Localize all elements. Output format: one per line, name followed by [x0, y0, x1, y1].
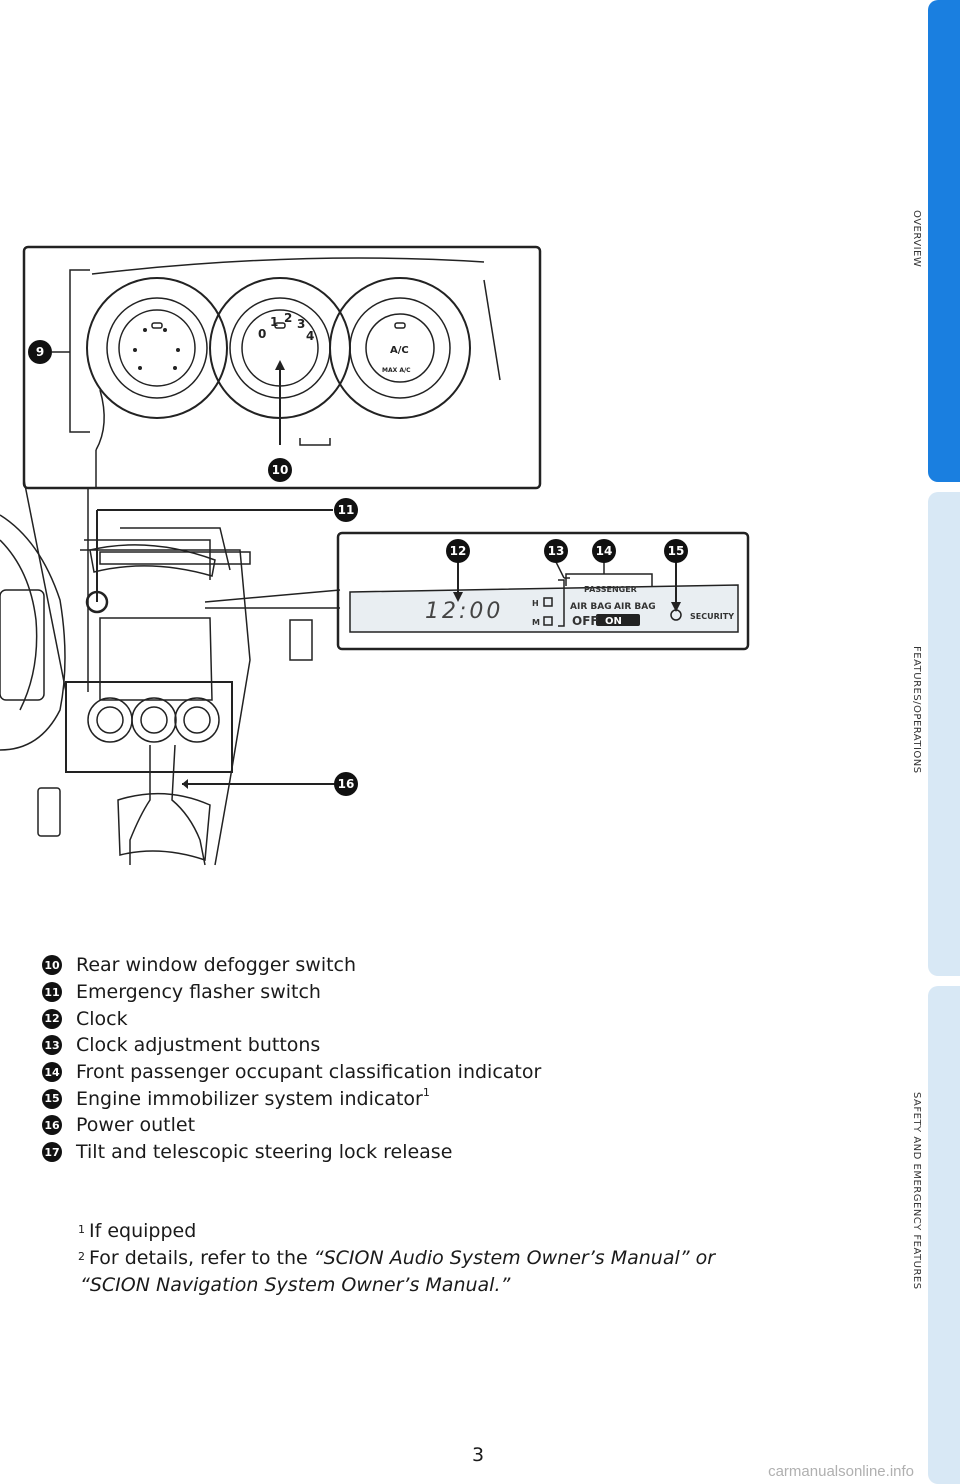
footnote-2-audio-manual: “SCION Audio System Owner’s Manual” or	[313, 1247, 716, 1269]
tab-features-operations[interactable]	[928, 492, 960, 976]
display-security: SECURITY	[690, 612, 734, 621]
footnotes: 1 If equipped 2 For details, refer to the …	[78, 1218, 715, 1299]
max-ac-label: MAX A/C	[382, 367, 411, 374]
footnote-1-text: If equipped	[89, 1220, 197, 1242]
legend-text: Rear window defogger switch	[76, 954, 357, 977]
list-item: 15 Engine immobilizer system indicator1	[42, 1085, 541, 1112]
display-passenger: PASSENGER	[584, 585, 637, 594]
dial-num-3: 3	[297, 317, 305, 331]
legend-text: Engine immobilizer system indicator1	[76, 1085, 430, 1110]
dial-num-4: 4	[306, 329, 314, 343]
legend-number: 13	[42, 1035, 62, 1056]
dial-num-1: 1	[270, 315, 278, 329]
legend-number: 16	[42, 1115, 62, 1136]
legend-text: Clock adjustment buttons	[76, 1034, 321, 1057]
list-item: 14 Front passenger occupant classificati…	[42, 1059, 541, 1086]
callout-13: 13	[548, 544, 565, 558]
footnote-2-lead: For details, refer to the	[89, 1247, 314, 1269]
legend-number: 14	[42, 1062, 62, 1083]
callout-15: 15	[668, 544, 685, 558]
callout-10: 10	[272, 463, 289, 477]
legend-number: 11	[42, 982, 62, 1003]
side-label-features: FEATURES/OPERATIONS	[911, 646, 922, 774]
watermark: carmanualsonline.info	[768, 1463, 914, 1480]
legend-number: 17	[42, 1142, 62, 1163]
callout-16: 16	[338, 777, 355, 791]
list-item: 12 Clock	[42, 1005, 541, 1032]
tab-overview[interactable]	[928, 0, 960, 482]
legend-text: Clock	[76, 1007, 128, 1030]
list-item: 16 Power outlet	[42, 1112, 541, 1139]
legend-number: 15	[42, 1088, 62, 1109]
footnote-2-continued: “SCION Navigation System Owner’s Manual.…	[80, 1274, 511, 1296]
callout-9: 9	[36, 345, 44, 359]
list-item: 11 Emergency flasher switch	[42, 979, 541, 1006]
ac-label: A/C	[390, 345, 409, 356]
legend-text: Emergency flasher switch	[76, 981, 321, 1004]
footnote-1-mark: 1	[78, 1223, 85, 1236]
side-label-safety: SAFETY AND EMERGENCY FEATURES	[911, 1092, 922, 1290]
callout-14: 14	[596, 544, 613, 558]
dial-num-0: 0	[258, 327, 266, 341]
side-label-overview: OVERVIEW	[911, 210, 922, 268]
dial-num-2: 2	[284, 311, 292, 325]
footnote-marker: 1	[422, 1085, 430, 1099]
display-off: OFF	[572, 614, 599, 628]
list-item: 17 Tilt and telescopic steering lock rel…	[42, 1139, 541, 1166]
legend-list: 10 Rear window defogger switch 11 Emerge…	[42, 952, 541, 1166]
callout-12: 12	[450, 544, 467, 558]
list-item: 10 Rear window defogger switch	[42, 952, 541, 979]
tab-safety-emergency[interactable]	[928, 986, 960, 1484]
display-clock: 12:00	[425, 599, 503, 624]
display-on: ON	[605, 616, 622, 627]
footnote-2: 2 For details, refer to the “SCION Audio …	[78, 1245, 715, 1272]
legend-number: 12	[42, 1008, 62, 1029]
page-number: 3	[472, 1444, 485, 1466]
footnote-2-mark: 2	[78, 1250, 85, 1263]
list-item: 13 Clock adjustment buttons	[42, 1032, 541, 1059]
callout-11: 11	[338, 503, 355, 517]
dashboard-illustration: 0 1 2 3 4 A/C MAX A/C 12:00 H M PASSENGE…	[0, 245, 750, 866]
display-airbag-left: AIR BAG	[570, 602, 612, 612]
display-h-label: H	[532, 599, 539, 608]
legend-text: Tilt and telescopic steering lock releas…	[76, 1141, 453, 1164]
display-m-label: M	[532, 618, 540, 627]
legend-text: Front passenger occupant classification …	[76, 1061, 542, 1084]
footnote-1: 1 If equipped	[78, 1218, 715, 1245]
legend-number: 10	[42, 955, 62, 976]
display-airbag-right: AIR BAG	[614, 602, 656, 612]
legend-text: Power outlet	[76, 1114, 196, 1137]
